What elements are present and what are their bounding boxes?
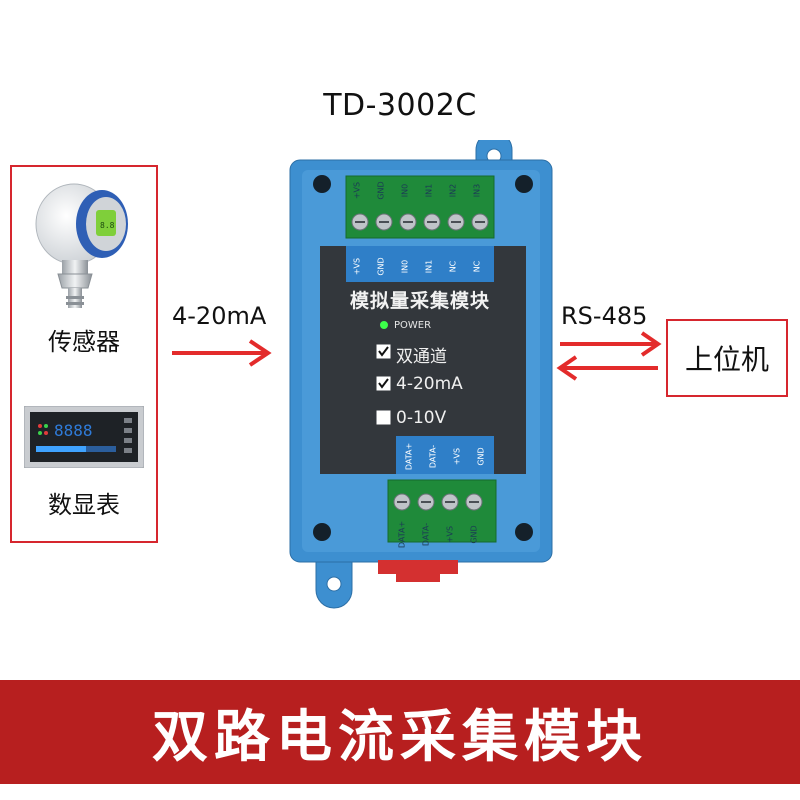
acquisition-module-device <box>289 140 553 609</box>
output-signal-label: RS-485 <box>561 302 648 330</box>
bottom-terminal-label: DATA- <box>421 522 431 547</box>
top-panel-label: GND <box>376 257 386 276</box>
bottom-terminal-label: GND <box>469 525 479 544</box>
bottom-panel-label: DATA+ <box>404 442 414 471</box>
input-devices-box <box>10 165 158 543</box>
feature-checkbox-dual-channel <box>376 344 391 363</box>
feature-checkbox-0-10v <box>376 410 391 429</box>
top-terminal-label: IN2 <box>448 183 458 198</box>
feature-label: 4-20mA <box>396 374 463 394</box>
feature-checkbox-4-20ma <box>376 376 391 395</box>
bottom-panel-label: GND <box>476 447 486 466</box>
top-panel-label: NC <box>472 260 482 273</box>
bottom-terminal-label: DATA+ <box>397 520 407 549</box>
top-terminal-label: IN0 <box>400 183 410 198</box>
checked-box-icon <box>376 344 391 359</box>
product-banner: 双路电流采集模块 <box>0 680 800 784</box>
power-label: POWER <box>394 320 432 331</box>
top-panel-label: +VS <box>352 257 362 276</box>
checked-box-icon <box>376 376 391 391</box>
bottom-panel-label: +VS <box>452 447 462 466</box>
input-signal-label: 4-20mA <box>172 302 267 330</box>
top-terminal-label: +VS <box>352 181 362 200</box>
bidirectional-arrows-icon <box>556 331 662 381</box>
sensor-label: 传感器 <box>48 328 120 356</box>
feature-label: 0-10V <box>396 408 447 428</box>
host-computer-label: 上位机 <box>684 343 769 376</box>
host-computer-box: 上位机 <box>666 319 788 397</box>
input-arrow-icon <box>172 339 272 367</box>
top-panel-label: IN1 <box>424 259 434 274</box>
svg-text:8.8: 8.8 <box>100 221 115 230</box>
digital-display-meter-icon: 8888 <box>24 406 144 468</box>
bottom-panel-label: DATA- <box>428 444 438 469</box>
product-banner-text: 双路电流采集模块 <box>152 704 648 770</box>
top-panel-label: IN0 <box>400 259 410 274</box>
display-meter-label: 数显表 <box>48 491 120 519</box>
svg-text:8888: 8888 <box>54 421 93 440</box>
pressure-transmitter-icon: 8.8 <box>35 183 128 308</box>
top-terminal-label: GND <box>376 181 386 200</box>
module-title: 模拟量采集模块 <box>349 290 490 312</box>
feature-label: 双通道 <box>396 347 447 367</box>
top-terminal-label: IN3 <box>472 183 482 198</box>
bottom-terminal-label: +VS <box>445 525 455 544</box>
top-terminal-label: IN1 <box>424 183 434 198</box>
model-title: TD-3002C <box>323 88 477 123</box>
unchecked-box-icon <box>376 410 391 425</box>
top-panel-label: NC <box>448 260 458 273</box>
